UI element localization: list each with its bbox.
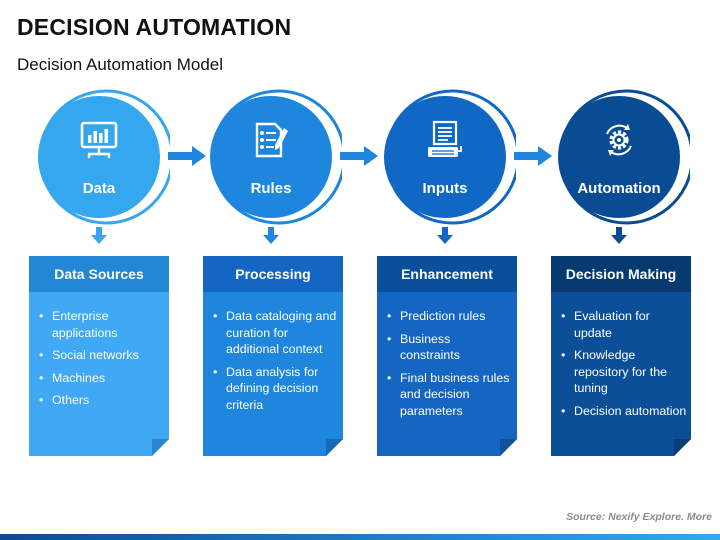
right-arrow-icon bbox=[340, 146, 378, 166]
list-item: Final business rules and decision parame… bbox=[385, 370, 513, 420]
down-arrow-icon bbox=[437, 227, 453, 244]
ring-arc bbox=[392, 89, 516, 225]
step-data: Data bbox=[28, 86, 170, 246]
step-inputs: Inputs bbox=[374, 86, 516, 246]
list-item: Knowledge repository for the tuning bbox=[559, 347, 687, 397]
page-title: DECISION AUTOMATION bbox=[17, 14, 292, 40]
step-label: Automation bbox=[577, 180, 661, 197]
step-ring bbox=[566, 89, 690, 225]
card-decision-making: Decision Making Evaluation for update Kn… bbox=[551, 256, 691, 456]
step-disc: Data bbox=[38, 96, 160, 218]
step-rules: Rules bbox=[200, 86, 342, 246]
list-item: Decision automation bbox=[559, 403, 687, 420]
card-heading: Processing bbox=[235, 266, 311, 282]
card-heading: Enhancement bbox=[401, 266, 493, 282]
card-list: Evaluation for update Knowledge reposito… bbox=[559, 308, 687, 425]
checklist-pencil-icon bbox=[255, 122, 288, 158]
right-arrow-icon bbox=[168, 146, 206, 166]
page-subtitle: Decision Automation Model bbox=[17, 55, 224, 74]
card-list: Prediction rules Business constraints Fi… bbox=[385, 308, 513, 425]
list-item: Data cataloging and curation for additio… bbox=[211, 308, 339, 358]
step-disc: Rules bbox=[210, 96, 332, 218]
list-item: Enterprise applications bbox=[37, 308, 165, 341]
step-label: Data bbox=[82, 180, 116, 197]
card-enhancement: Enhancement Prediction rules Business co… bbox=[377, 256, 517, 456]
down-arrow-icon bbox=[263, 227, 279, 244]
step-ring bbox=[46, 89, 170, 225]
step-label: Inputs bbox=[422, 180, 468, 197]
step-disc: Automation bbox=[558, 96, 680, 218]
card-list: Data cataloging and curation for additio… bbox=[211, 308, 339, 419]
step-automation: Automation bbox=[548, 86, 690, 246]
card-processing: Processing Data cataloging and curation … bbox=[203, 256, 343, 456]
list-item: Machines bbox=[37, 370, 165, 387]
card-list: Enterprise applications Social networks … bbox=[37, 308, 165, 415]
list-item: Business constraints bbox=[385, 331, 513, 364]
list-item: Data analysis for defining decision crit… bbox=[211, 364, 339, 414]
step-label: Rules bbox=[250, 180, 292, 197]
gear-cycle-icon bbox=[606, 124, 632, 156]
ring-arc bbox=[218, 89, 342, 225]
document-keyboard-icon bbox=[428, 120, 462, 157]
bottom-gradient-bar bbox=[0, 534, 720, 540]
down-arrow-icon bbox=[91, 227, 107, 244]
list-item: Prediction rules bbox=[385, 308, 513, 325]
right-arrow-icon bbox=[514, 146, 552, 166]
dashboard-board-icon bbox=[80, 121, 118, 158]
card-heading: Data Sources bbox=[54, 266, 144, 282]
source-note: Source: Nexify Explore. More bbox=[566, 511, 712, 523]
down-arrow-icon bbox=[611, 227, 627, 244]
ring-arc bbox=[46, 89, 170, 225]
card-heading: Decision Making bbox=[565, 266, 677, 282]
list-item: Evaluation for update bbox=[559, 308, 687, 341]
list-item: Others bbox=[37, 392, 165, 409]
step-ring bbox=[392, 89, 516, 225]
ring-arc bbox=[566, 89, 690, 225]
card-data-sources: Data Sources Enterprise applications Soc… bbox=[29, 256, 169, 456]
step-disc: Inputs bbox=[384, 96, 506, 218]
list-item: Social networks bbox=[37, 347, 165, 364]
step-ring bbox=[218, 89, 342, 225]
